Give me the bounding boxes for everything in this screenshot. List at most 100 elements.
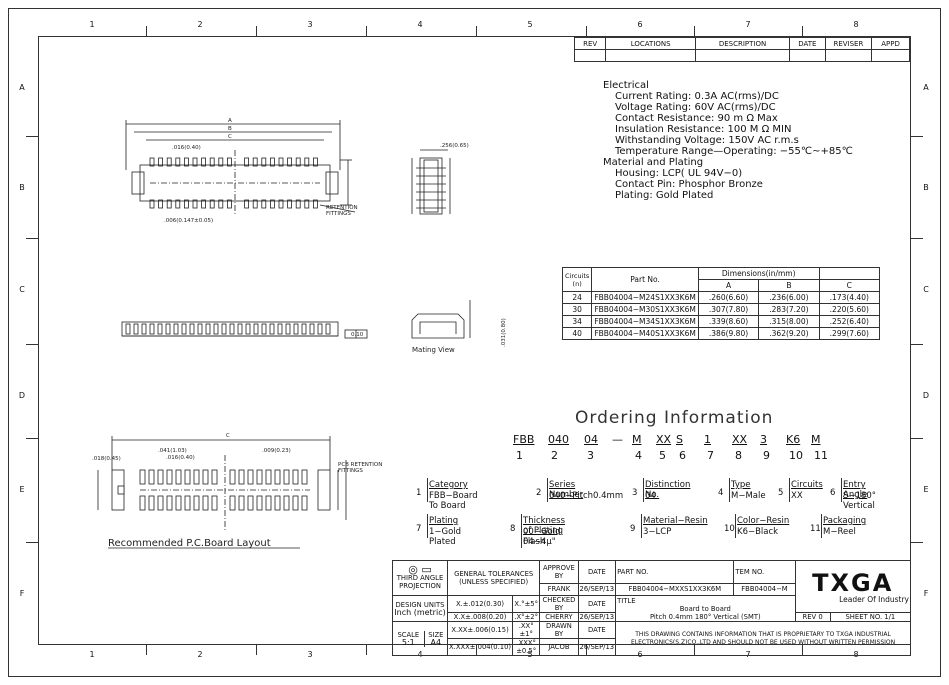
connector-pin [261,199,267,209]
zone-row-D: D [18,391,26,400]
front-pin [293,323,299,335]
ordering-code-part: M [811,433,821,446]
connector-pin [226,157,232,167]
zone-row-E: E [923,485,929,494]
front-pin [189,323,195,335]
pcb-pad [301,469,308,485]
side-view [411,149,451,215]
connector-pin [158,157,164,167]
connector-pin [252,199,258,209]
tol-linear: X.±.012(0.30) [446,595,514,613]
front-pin [301,323,307,335]
zone-column-7: 7 [745,20,751,29]
drawn-label: DRAWN BY [539,621,579,639]
pcb-pad [193,469,200,485]
pcb-d-label: .009(0.23) [262,448,291,454]
front-pin [141,323,147,335]
checked-value: CHERRY [539,612,579,622]
reviser-header: REVISER [824,37,873,50]
zone-column-2: 2 [197,650,203,659]
ordering-item-label: Circuits [791,480,823,490]
ordering-item-number: 11 [810,524,821,534]
pcb-pad [247,469,254,485]
tol-angular: .X°±2° [512,612,541,622]
revision-table: REV LOCATIONS DESCRIPTION DATE REVISER A… [573,37,910,62]
pcb-pad [139,495,146,511]
front-pin [309,323,315,335]
sheet-value: SHEET NO. 1/1 [829,612,912,622]
top-view-connector [131,150,339,215]
zone-tick [911,238,923,239]
pcb-pad [184,495,191,511]
front-pin [213,323,219,335]
connector-pin [278,157,284,167]
spec-line: Temperature Range—Operating: −55℃~+85℃ [615,146,853,157]
pcb-pad [247,495,254,511]
part-header: Part No. [591,267,699,292]
electrical-spec: Electrical Current Rating: 0.3A AC(rms)/… [603,80,853,201]
ordering-code-index: 9 [763,449,770,462]
ordering-item-value: M−Reel [823,527,856,537]
pcb-pad [157,469,164,485]
part-no-label: PART NO. [615,560,735,584]
connector-pin [158,199,164,209]
zone-tick [911,136,923,137]
approve-value: FRANK [539,582,579,597]
title-label: TITLE [617,596,636,605]
zone-tick [911,542,923,543]
zone-row-A: A [923,83,929,92]
ordering-item-number: 4 [718,488,724,498]
ordering-item-divider [729,478,730,502]
zone-tick [911,344,923,345]
zone-column-3: 3 [307,20,313,29]
ordering-item-number: 8 [510,524,516,534]
ordering-item-label: Color−Resin [737,516,790,526]
front-pin [149,323,155,335]
pcb-ret-label: PCB RETENTION [338,462,382,468]
mating-h-label: .031(0.80) [501,318,507,347]
scale-label: SCALE [393,630,425,639]
ordering-code-part: 040 [548,433,569,446]
checked-label: CHECKED BY [539,595,579,613]
connector-pin [304,199,310,209]
connector-pin [166,199,172,209]
front-pin [237,323,243,335]
front-pin [173,323,179,335]
drawn-value: JACOB [539,638,579,656]
ordering-item-value: FBB−Board To Board [429,491,478,511]
front-pin [165,323,171,335]
pcb-pad [175,495,182,511]
ordering-item-divider [521,514,522,548]
ordering-item-label: Distinction No. [645,480,691,500]
spec-line: Withstanding Voltage: 150V AC r.m.s [615,135,799,146]
front-pin [261,323,267,335]
ordering-code-part: M [632,433,642,446]
pcb-pad [148,469,155,485]
ordering-code-index: 2 [551,449,558,462]
date-label: DATE [577,560,617,584]
ordering-code-index: 1 [516,449,523,462]
connector-pin [278,199,284,209]
ordering-item-divider [641,514,642,538]
dim-a-label: A [228,118,232,124]
date-value: 26/SEP/13 [577,638,617,656]
connector-pin [209,199,215,209]
zone-column-3: 3 [307,650,313,659]
connector-pin [295,199,301,209]
front-pin [133,323,139,335]
tol-angular: .XX°±1° [512,621,541,639]
drawing-outer-frame [8,8,941,677]
zone-column-1: 1 [89,20,95,29]
connector-pin [209,157,215,167]
connector-pin [201,157,207,167]
pcb-pad [139,469,146,485]
ordering-code-index: 11 [814,449,828,462]
pcb-pad [211,495,218,511]
tol-angular: .XXX°±0.5° [512,638,541,656]
ordering-code-part: 04 [584,433,598,446]
projection-label: THIRD ANGLE PROJECTION [396,574,444,590]
zone-row-B: B [923,183,929,192]
title-cell: TITLE Board to Board Pitch 0.4mm 180° Ve… [615,595,796,622]
